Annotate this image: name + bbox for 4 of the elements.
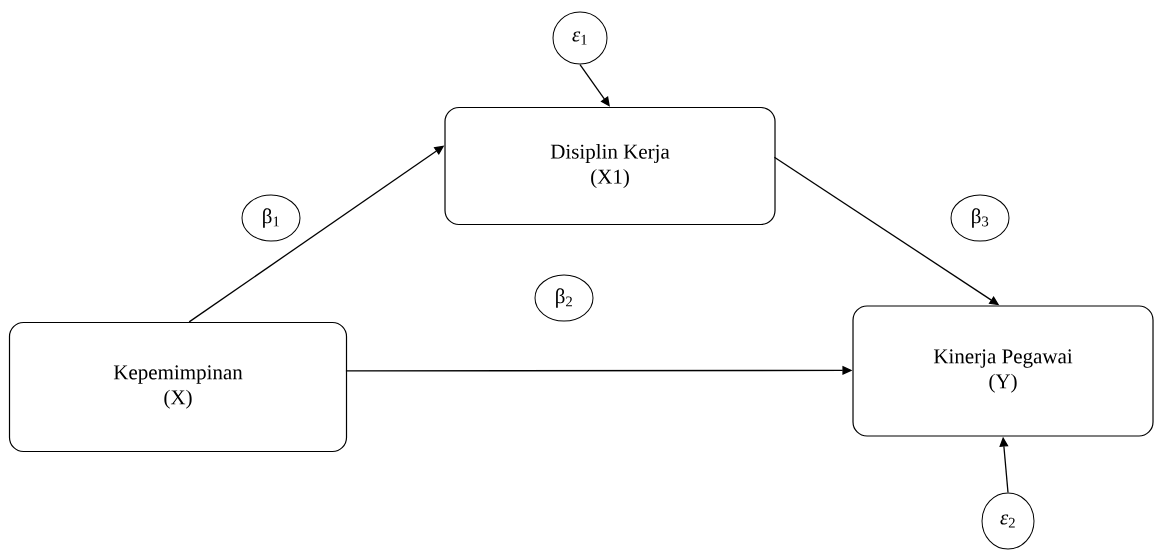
variable-box: Kinerja Pegawai (Y) — [852, 305, 1154, 437]
variable-box: Disiplin Kerja (X1) — [444, 106, 776, 226]
variable-box: Kepemimpinan (X) — [8, 321, 348, 453]
arrow — [579, 63, 610, 107]
